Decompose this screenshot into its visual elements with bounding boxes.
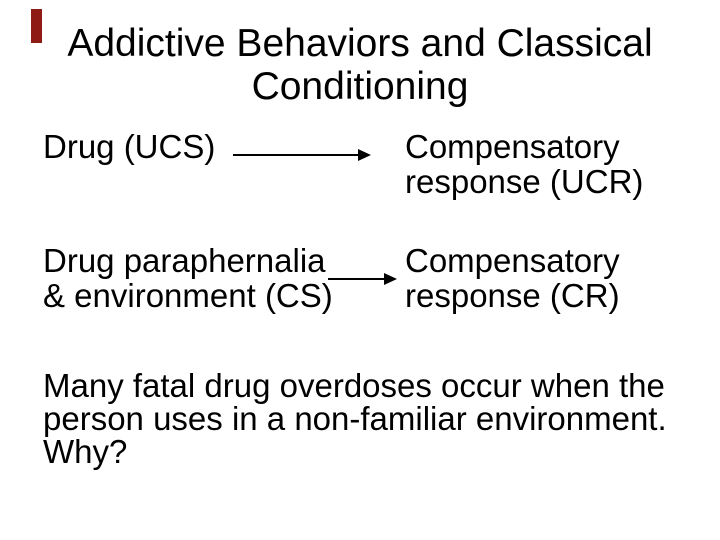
stimulus-cs-line-2: & environment (CS)	[43, 277, 333, 314]
response-ucr-line-2: response (UCR)	[405, 163, 644, 200]
stimulus-ucs: Drug (UCS)	[43, 129, 215, 164]
right-arrow-icon	[233, 149, 371, 161]
stimulus-cs-line-1: Drug paraphernalia	[43, 242, 326, 279]
arrow-head	[358, 149, 371, 161]
stimulus-cs: Drug paraphernalia & environment (CS)	[43, 243, 333, 313]
stimulus-ucs-line-1: Drug (UCS)	[43, 128, 216, 165]
response-ucr: Compensatory response (UCR)	[405, 129, 643, 199]
slide-title: Addictive Behaviors and Classical Condit…	[0, 22, 720, 108]
note-line-3: Why?	[43, 433, 128, 470]
arrow-head	[384, 273, 397, 285]
note-paragraph: Many fatal drug overdoses occur when the…	[43, 369, 667, 468]
response-cr-line-2: response (CR)	[405, 277, 620, 314]
right-arrow-icon	[328, 273, 397, 285]
response-cr: Compensatory response (CR)	[405, 243, 620, 313]
accent-bar	[31, 9, 42, 43]
response-cr-line-1: Compensatory	[405, 242, 620, 279]
note-line-1: Many fatal drug overdoses occur when the	[43, 367, 665, 404]
arrow-shaft	[328, 278, 385, 280]
note-line-2: person uses in a non-familiar environmen…	[43, 400, 667, 437]
response-ucr-line-1: Compensatory	[405, 128, 620, 165]
title-line-2: Conditioning	[251, 65, 469, 108]
title-line-1: Addictive Behaviors and Classical	[67, 22, 653, 65]
arrow-shaft	[233, 154, 359, 156]
